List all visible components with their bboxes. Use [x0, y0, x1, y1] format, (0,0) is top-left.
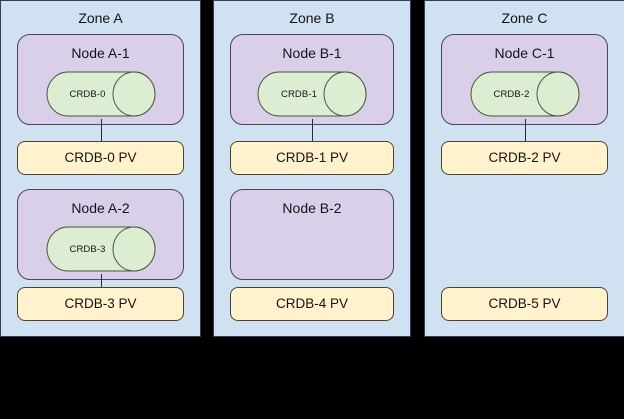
node-b-1-title: Node B-1: [282, 45, 342, 61]
pv-crdb-0-label: CRDB-0 PV: [64, 150, 137, 165]
connector-a-1: [100, 119, 102, 143]
node-a-2[interactable]: Node A-2 CRDB-3: [17, 189, 184, 280]
pv-crdb-2-label: CRDB-2 PV: [488, 150, 561, 165]
pod-crdb-0[interactable]: CRDB-0: [46, 71, 156, 117]
pv-crdb-5[interactable]: CRDB-5 PV: [441, 287, 608, 321]
pod-crdb-2[interactable]: CRDB-2: [470, 71, 580, 117]
pv-crdb-1-label: CRDB-1 PV: [275, 150, 348, 165]
node-c-1-title: Node C-1: [494, 45, 555, 61]
zone-a-title: Zone A: [78, 10, 123, 26]
node-a-1-title: Node A-1: [71, 45, 130, 61]
pv-crdb-2[interactable]: CRDB-2 PV: [441, 141, 608, 175]
pv-crdb-0[interactable]: CRDB-0 PV: [17, 141, 184, 175]
pv-crdb-3-label: CRDB-3 PV: [64, 296, 137, 311]
zone-c[interactable]: Zone C Node C-1 CRDB-2 CRDB-2 PV CRDB-5 …: [424, 0, 624, 337]
node-a-2-title: Node A-2: [71, 200, 130, 216]
node-a-1[interactable]: Node A-1 CRDB-0: [17, 34, 184, 125]
pv-crdb-4-label: CRDB-4 PV: [275, 296, 348, 311]
node-b-2-title: Node B-2: [282, 200, 342, 216]
pv-crdb-4[interactable]: CRDB-4 PV: [230, 287, 394, 321]
zone-b-title: Zone B: [289, 10, 335, 26]
pv-crdb-1[interactable]: CRDB-1 PV: [230, 141, 394, 175]
node-b-1[interactable]: Node B-1 CRDB-1: [230, 34, 394, 125]
pv-crdb-3[interactable]: CRDB-3 PV: [17, 287, 184, 321]
pod-crdb-3[interactable]: CRDB-3: [46, 226, 156, 272]
zone-b[interactable]: Zone B Node B-1 CRDB-1 CRDB-1 PV Node B-…: [213, 0, 411, 337]
pv-crdb-5-label: CRDB-5 PV: [488, 296, 561, 311]
connector-b-1: [312, 119, 313, 143]
connector-a-2: [100, 274, 102, 295]
node-b-2[interactable]: Node B-2: [230, 189, 394, 280]
connector-c-1: [524, 119, 526, 143]
zone-c-title: Zone C: [501, 10, 548, 26]
pod-crdb-1[interactable]: CRDB-1: [257, 71, 367, 117]
zone-a[interactable]: Zone A Node A-1 CRDB-0 CRDB-0 PV Node A-…: [0, 0, 201, 337]
node-c-1[interactable]: Node C-1 CRDB-2: [441, 34, 608, 125]
